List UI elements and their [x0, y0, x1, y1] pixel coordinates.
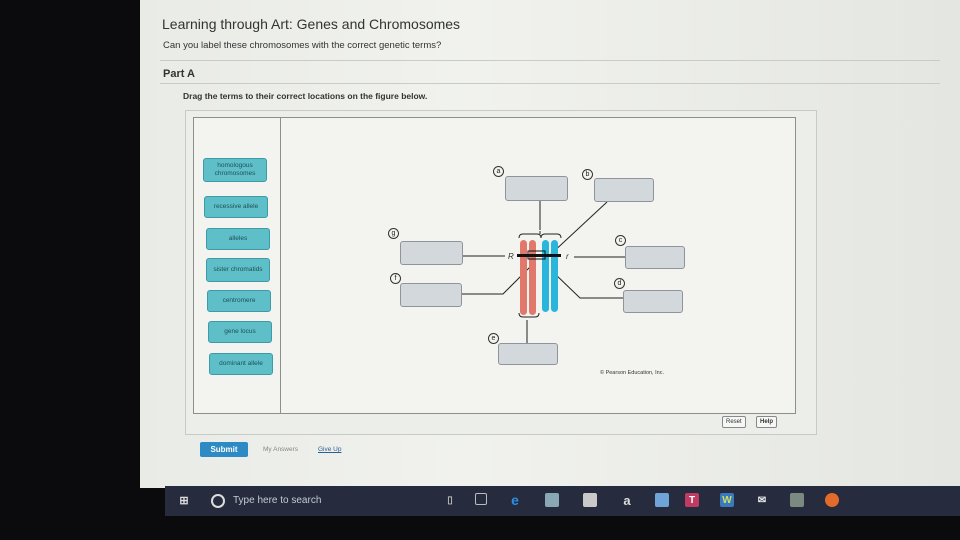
blue-chromosome: [542, 240, 558, 312]
leader-line-b: [549, 201, 608, 256]
t-app-icon[interactable]: T: [685, 493, 699, 507]
windows-start-icon[interactable]: ⊞: [179, 494, 189, 507]
app-icon[interactable]: [790, 493, 804, 507]
term-alleles[interactable]: alleles: [206, 228, 270, 250]
copyright: © Pearson Education, Inc.: [600, 370, 664, 376]
label-a: a: [493, 166, 504, 177]
drop-target-b[interactable]: [594, 178, 654, 202]
taskbar-search-input[interactable]: Type here to search: [233, 495, 322, 506]
term-gene-locus[interactable]: gene locus: [208, 321, 272, 343]
drop-target-c[interactable]: [625, 246, 685, 269]
firefox-icon[interactable]: [825, 493, 839, 507]
drop-target-d[interactable]: [623, 290, 683, 313]
help-button[interactable]: Help: [756, 416, 778, 428]
drop-target-a[interactable]: [505, 176, 568, 201]
term-homologous-chromosomes[interactable]: homologous chromosomes: [203, 158, 267, 182]
microphone-icon[interactable]: ▯: [447, 494, 453, 506]
label-c: c: [615, 235, 626, 246]
task-view-icon[interactable]: [475, 493, 487, 505]
submit-button[interactable]: Submit: [200, 442, 248, 457]
term-recessive-allele[interactable]: recessive allele: [204, 196, 268, 218]
drop-target-e[interactable]: [498, 343, 558, 365]
page-title: Learning through Art: Genes and Chromoso…: [162, 16, 461, 32]
cortana-icon[interactable]: [211, 494, 225, 508]
taskbar: ⊞ Type here to search ▯ e a T W ✉: [165, 486, 960, 516]
leader-line-d: [552, 271, 623, 299]
gene-locus-band: [517, 254, 561, 257]
w-app-icon[interactable]: W: [720, 493, 734, 507]
part-label: Part A: [163, 68, 195, 80]
term-centromere[interactable]: centromere: [207, 290, 271, 312]
instructions: Drag the terms to their correct location…: [183, 91, 428, 101]
my-answers-label: My Answers: [263, 446, 299, 453]
dropbox-icon[interactable]: [655, 493, 669, 507]
allele-R: R: [508, 252, 514, 261]
term-dominant-allele[interactable]: dominant allele: [209, 353, 273, 375]
label-f: f: [390, 273, 401, 284]
bracket-homologous: [518, 231, 562, 239]
bracket-sister: [518, 312, 540, 318]
drop-target-g[interactable]: [400, 241, 463, 265]
store-icon[interactable]: [583, 493, 597, 507]
reset-button[interactable]: Reset: [722, 416, 746, 428]
divider: [160, 60, 940, 61]
page-subtitle: Can you label these chromosomes with the…: [163, 40, 442, 51]
mail-icon[interactable]: ✉: [757, 494, 767, 506]
term-sister-chromatids[interactable]: sister chromatids: [206, 258, 270, 282]
divider: [160, 83, 940, 84]
label-e: e: [488, 333, 499, 344]
give-up-link[interactable]: Give Up: [318, 446, 342, 453]
drop-target-f[interactable]: [400, 283, 462, 307]
gene-locus-box: [527, 250, 546, 260]
edge-icon[interactable]: e: [511, 492, 519, 508]
amazon-icon[interactable]: a: [623, 492, 631, 508]
file-explorer-icon[interactable]: [545, 493, 559, 507]
allele-r: r: [566, 252, 569, 261]
label-b: b: [582, 169, 593, 180]
term-bank: homologous chromosomes recessive allele …: [193, 117, 281, 414]
label-g: g: [388, 228, 399, 239]
label-d: d: [614, 278, 625, 289]
